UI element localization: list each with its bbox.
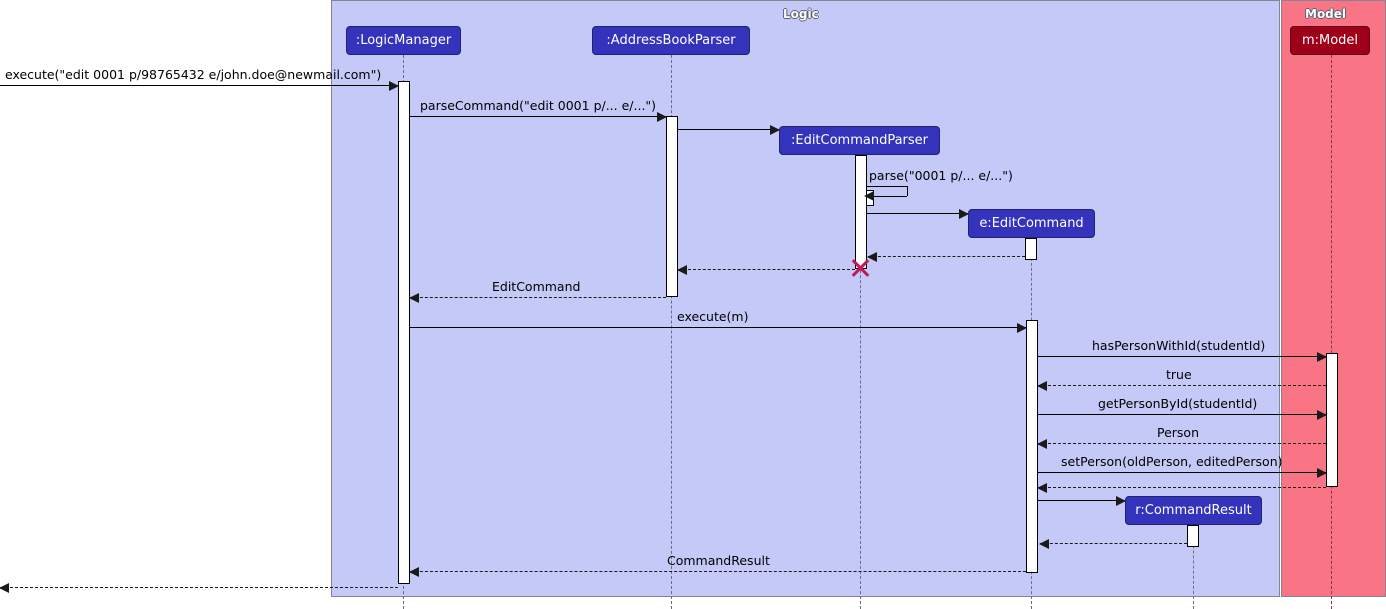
message-line-m19 (0, 587, 398, 588)
message-line-m1 (0, 85, 398, 86)
message-arrowhead-m7 (677, 265, 687, 275)
message-line-m13 (1038, 443, 1326, 444)
a-editcommandparser (855, 155, 867, 269)
message-arrowhead-m5 (959, 209, 969, 219)
message-arrowhead-m9 (1017, 323, 1027, 333)
participant-label-model: m:Model (1301, 33, 1359, 48)
message-self-bottom-m4 (866, 196, 907, 197)
destroy-editcommandparser-icon (849, 257, 871, 279)
message-line-m10 (1038, 356, 1326, 357)
participant-addressBookParser[interactable]: :AddressBookParser (592, 26, 750, 55)
a-model (1326, 353, 1338, 487)
message-arrowhead-m17 (1039, 539, 1049, 549)
participant-model[interactable]: m:Model (1290, 26, 1370, 55)
message-arrowhead-m13 (1037, 439, 1047, 449)
message-label-m8: EditCommand (492, 279, 581, 294)
lifeline-addressBookParser (671, 55, 672, 609)
participant-editCommand[interactable]: e:EditCommand (968, 209, 1095, 238)
message-self-side-m4 (907, 186, 908, 196)
message-label-m4: parse("0001 p/... e/...") (869, 168, 1013, 183)
message-line-m7 (678, 269, 855, 270)
lifeline-model (1331, 55, 1332, 609)
message-arrowhead-m14 (1317, 468, 1327, 478)
message-arrowhead-m12 (1317, 410, 1327, 420)
message-line-m18 (410, 571, 1026, 572)
message-label-m1: execute("edit 0001 p/98765432 e/john.doe… (5, 67, 382, 82)
message-label-m14: setPerson(oldPerson, editedPerson) (1061, 454, 1283, 469)
message-line-m14 (1038, 472, 1326, 473)
group-panel-model (1281, 0, 1386, 597)
participant-commandResult[interactable]: r:CommandResult (1125, 496, 1262, 525)
message-self-top-m4 (866, 186, 907, 187)
group-panel-title-logic: Logic (783, 7, 819, 21)
participant-editCommandParser[interactable]: :EditCommandParser (779, 126, 940, 155)
group-panel-title-model: Model (1305, 7, 1347, 21)
a-commandresult (1187, 525, 1199, 547)
lifeline-commandResult (1193, 525, 1194, 609)
participant-label-addressBookParser: :AddressBookParser (606, 33, 736, 48)
message-arrowhead-m10 (1317, 352, 1327, 362)
a-logicmanager (398, 81, 410, 584)
message-label-m18: CommandResult (667, 553, 770, 568)
participant-logicManager[interactable]: :LogicManager (346, 26, 461, 55)
message-arrowhead-m6 (867, 252, 877, 262)
message-label-m10: hasPersonWithId(studentId) (1092, 338, 1266, 353)
message-label-m12: getPersonById(studentId) (1098, 396, 1258, 411)
message-label-m13: Person (1157, 425, 1200, 440)
message-arrowhead-m2 (657, 112, 667, 122)
participant-label-commandResult: r:CommandResult (1135, 503, 1252, 518)
participant-label-editCommand: e:EditCommand (979, 216, 1084, 231)
message-line-m15 (1038, 487, 1326, 488)
message-arrowhead-m19 (0, 583, 9, 593)
message-arrowhead-m15 (1037, 483, 1047, 493)
message-line-m3 (678, 129, 779, 130)
message-arrowhead-m1 (389, 81, 399, 91)
message-arrowhead-m3 (770, 125, 780, 135)
participant-label-logicManager: :LogicManager (355, 33, 452, 48)
message-line-m6 (868, 256, 1025, 257)
message-line-m2 (410, 116, 666, 117)
message-arrowhead-m4 (864, 191, 874, 201)
message-arrowhead-m8 (409, 293, 419, 303)
message-line-m8 (410, 297, 666, 298)
message-arrowhead-m11 (1037, 381, 1047, 391)
message-label-m9: execute(m) (677, 309, 749, 324)
a-addressbookparser (666, 116, 678, 297)
a-editcommand (1025, 238, 1037, 260)
message-arrowhead-m16 (1116, 496, 1126, 506)
message-arrowhead-m18 (409, 567, 419, 577)
message-line-m5 (866, 213, 968, 214)
message-label-m2: parseCommand("edit 0001 p/... e/...") (420, 98, 657, 113)
participant-label-editCommandParser: :EditCommandParser (790, 133, 929, 148)
lifeline-editCommandParser (860, 155, 861, 609)
message-line-m16 (1038, 500, 1125, 501)
message-label-m11: true (1166, 367, 1192, 382)
message-line-m11 (1038, 385, 1326, 386)
message-line-m12 (1038, 414, 1326, 415)
message-line-m9 (410, 327, 1026, 328)
message-line-m17 (1040, 543, 1187, 544)
